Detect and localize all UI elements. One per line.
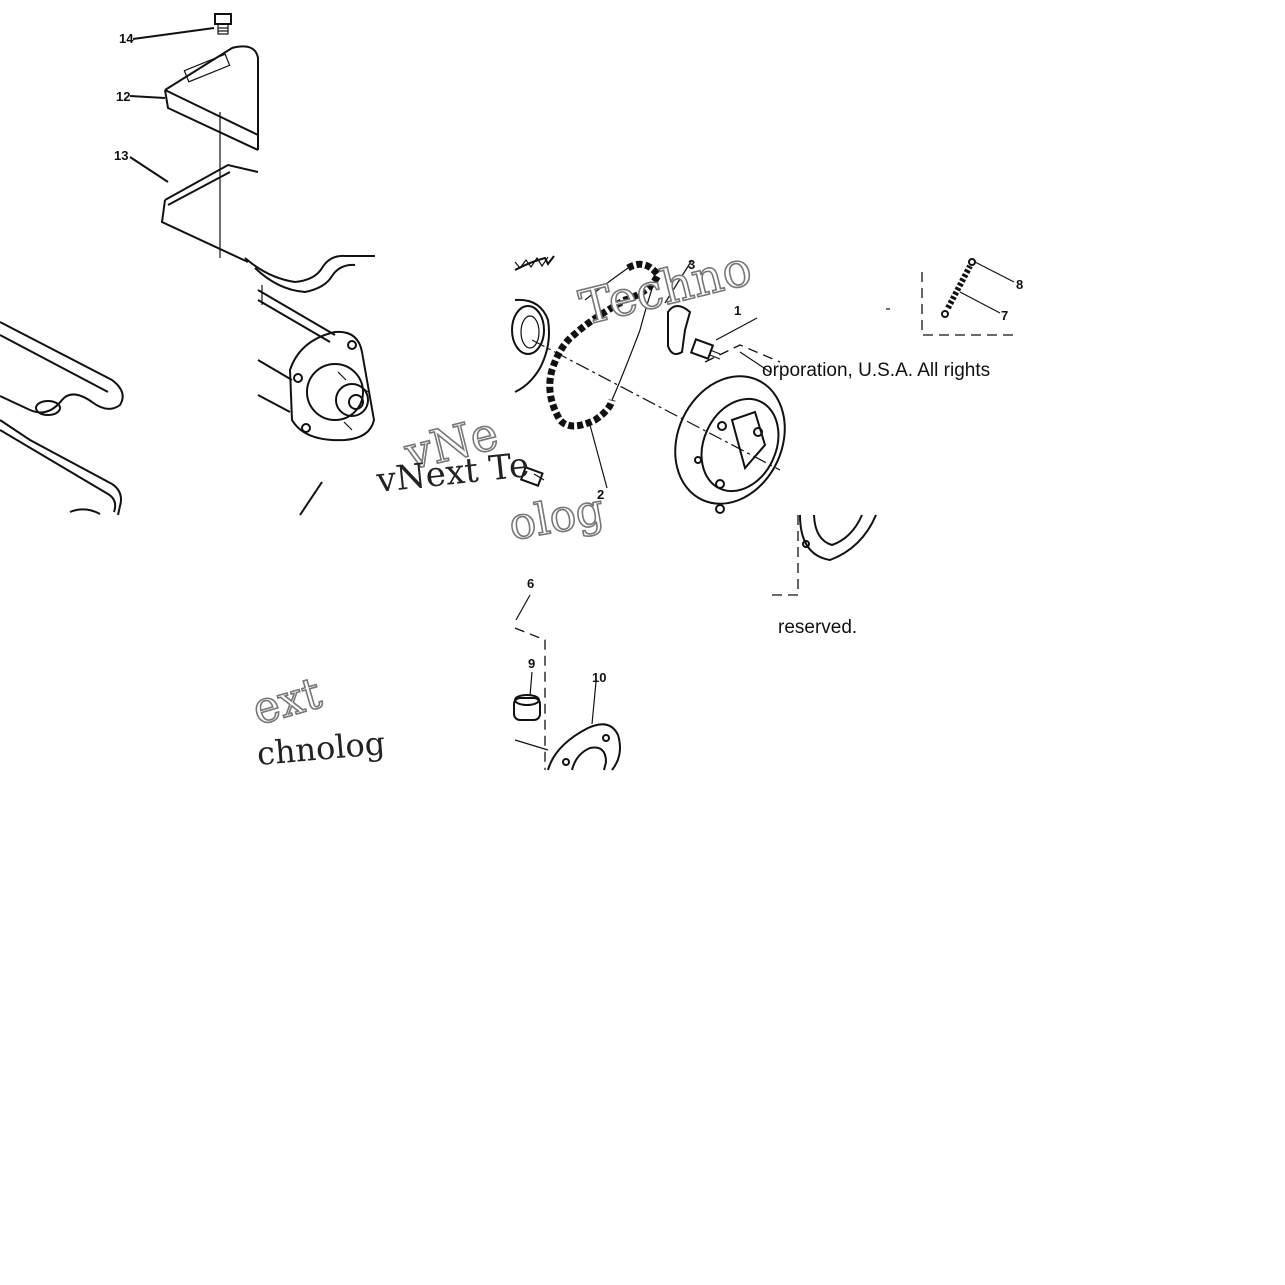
- bolt-part-1: [689, 338, 721, 360]
- drive-chain-part-2: [546, 260, 663, 430]
- valve-cover: [0, 321, 124, 414]
- chain-guide-part-3: [667, 305, 692, 355]
- part-number-label: 8: [1016, 277, 1023, 292]
- plate-fragment: [770, 514, 877, 596]
- part-number-label: 13: [114, 148, 128, 163]
- cap-part-12: [164, 45, 259, 151]
- copyright-line-2: reserved.: [778, 617, 857, 638]
- bolt-part-14: [214, 13, 232, 35]
- part-number-label: 2: [597, 487, 604, 502]
- spring-assembly: [886, 258, 1018, 336]
- sprocket: [514, 255, 555, 393]
- starter-motor: [257, 330, 376, 442]
- clutch-hub: [674, 375, 786, 514]
- spring-part-7: [945, 264, 973, 310]
- part-number-label: 10: [592, 670, 606, 685]
- part-number-label: 12: [116, 89, 130, 104]
- copyright-line-1: orporation, U.S.A. All rights: [762, 360, 990, 381]
- part-number-label: 3: [688, 257, 695, 272]
- small-bolt: [519, 466, 545, 487]
- part-number-label: 1: [734, 303, 741, 318]
- part-labels: [129, 27, 758, 489]
- bushing-part-9: [513, 671, 541, 721]
- watermark-text: Techno: [574, 240, 757, 337]
- lower-parts: [513, 594, 621, 771]
- watermark-text: ext: [247, 668, 327, 736]
- chain-sprocket-assembly: [511, 255, 786, 514]
- part-number-label: 6: [527, 576, 534, 591]
- gasket-part-13: [160, 163, 375, 284]
- part-number-label: 7: [1001, 308, 1008, 323]
- part-number-label: 14: [119, 31, 134, 46]
- valve-cover-assembly: [0, 13, 376, 516]
- part-number-label: 9: [528, 656, 535, 671]
- washer-part-10: [547, 681, 621, 771]
- watermark-text: olog: [505, 484, 608, 551]
- watermark-text: vNext Te: [374, 445, 531, 501]
